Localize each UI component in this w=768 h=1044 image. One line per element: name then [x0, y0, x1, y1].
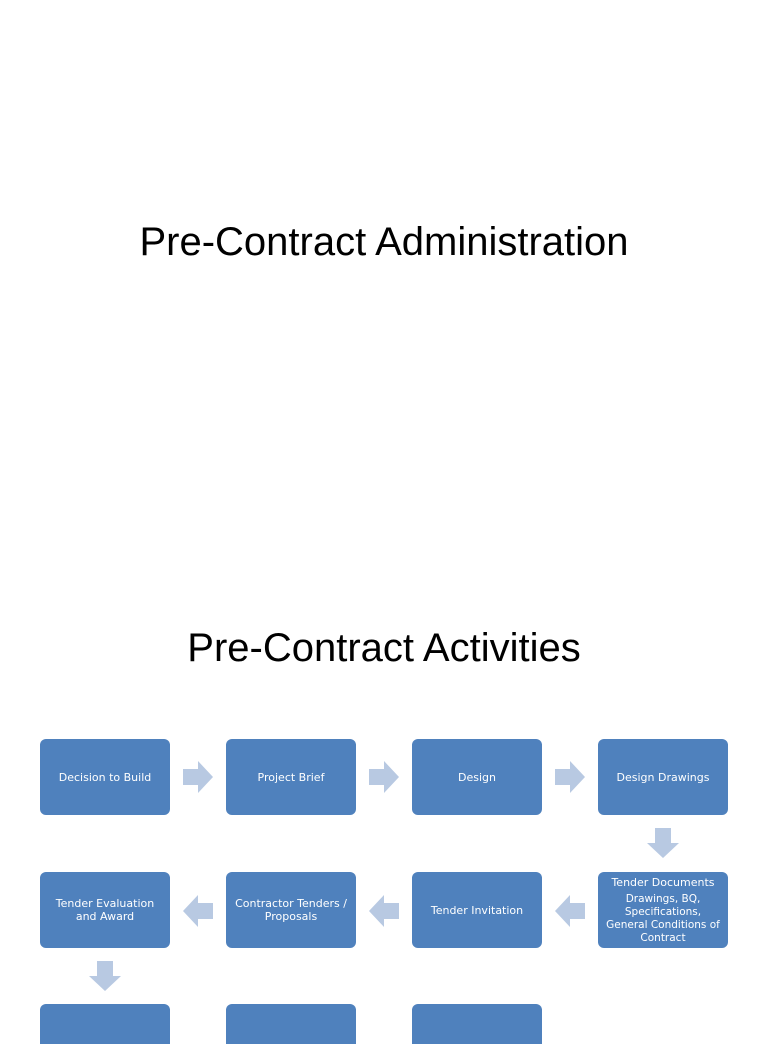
arrow-right-icon	[369, 761, 399, 793]
step-next-1	[40, 1004, 170, 1044]
arrow-left-icon	[555, 895, 585, 927]
arrow-right-icon	[183, 761, 213, 793]
arrow-down-icon	[647, 828, 679, 858]
step-label: Contractor Tenders / Proposals	[235, 897, 347, 923]
step-decision-to-build: Decision to Build	[40, 739, 170, 815]
step-contractor-tenders-proposals: Contractor Tenders / Proposals	[226, 872, 356, 948]
arrow-left-icon	[183, 895, 213, 927]
step-label: Tender Documents	[611, 875, 715, 889]
slide-title-pre-contract-activities: Pre-Contract Activities	[187, 626, 581, 670]
step-label: Decision to Build	[58, 770, 152, 784]
slide-title-pre-contract-administration: Pre-Contract Administration	[139, 220, 629, 264]
step-tender-evaluation-and-award: Tender Evaluation and Award	[40, 872, 170, 948]
step-tender-invitation: Tender Invitation	[412, 872, 542, 948]
step-design: Design	[412, 739, 542, 815]
step-detail: Drawings, BQ, Specifications, General Co…	[606, 892, 720, 944]
step-design-drawings: Design Drawings	[598, 739, 728, 815]
step-label: Tender Invitation	[430, 903, 524, 917]
step-project-brief: Project Brief	[226, 739, 356, 815]
step-next-2	[226, 1004, 356, 1044]
arrow-left-icon	[369, 895, 399, 927]
arrow-right-icon	[555, 761, 585, 793]
arrow-down-icon	[89, 961, 121, 991]
step-label: Design Drawings	[616, 770, 710, 784]
step-label: Tender Evaluation and Award	[55, 897, 155, 923]
step-label: Project Brief	[257, 770, 325, 784]
step-label: Design	[458, 770, 496, 784]
step-tender-documents: Tender Documents Drawings, BQ, Specifica…	[598, 872, 728, 948]
step-next-3	[412, 1004, 542, 1044]
